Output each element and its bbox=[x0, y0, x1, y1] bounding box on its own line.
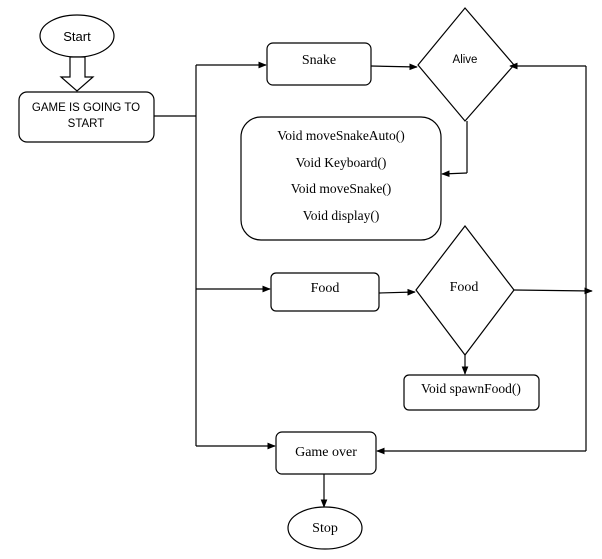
food-decision-label: Food bbox=[450, 280, 479, 295]
snake-node: Snake bbox=[266, 42, 372, 86]
game-start-label-line1: GAME IS GOING TO bbox=[32, 102, 140, 114]
food-node: Food bbox=[270, 272, 380, 312]
food-label: Food bbox=[311, 281, 340, 296]
arrow-food-decision-right bbox=[513, 287, 593, 295]
hollow-down-arrow bbox=[59, 56, 95, 92]
game-over-node: Game over bbox=[275, 431, 377, 475]
food-decision: Food bbox=[415, 225, 515, 356]
spawn-food-label: Void spawnFood() bbox=[421, 381, 521, 396]
start-node: Start bbox=[39, 14, 115, 58]
start-label: Start bbox=[63, 29, 91, 44]
method-move-snake-auto: Void moveSnakeAuto() bbox=[277, 128, 405, 143]
stop-label: Stop bbox=[312, 521, 338, 536]
snake-methods-node: Void moveSnakeAuto() Void Keyboard() Voi… bbox=[240, 116, 442, 241]
arrow-alive-to-methods bbox=[441, 170, 468, 178]
alive-label: Alive bbox=[453, 54, 478, 66]
game-start-node: GAME IS GOING TO START bbox=[18, 91, 155, 143]
spawn-food-node: Void spawnFood() bbox=[403, 374, 540, 411]
alive-decision: Alive bbox=[417, 7, 515, 122]
method-keyboard: Void Keyboard() bbox=[296, 155, 387, 170]
stop-node: Stop bbox=[287, 506, 363, 550]
method-move-snake: Void moveSnake() bbox=[291, 181, 392, 196]
arrow-snake-to-alive bbox=[370, 63, 418, 71]
method-display: Void display() bbox=[303, 208, 380, 223]
game-over-label: Game over bbox=[295, 445, 357, 460]
game-start-label-line2: START bbox=[68, 118, 105, 130]
snake-label: Snake bbox=[302, 53, 336, 68]
arrow-food-to-decision bbox=[378, 288, 416, 296]
